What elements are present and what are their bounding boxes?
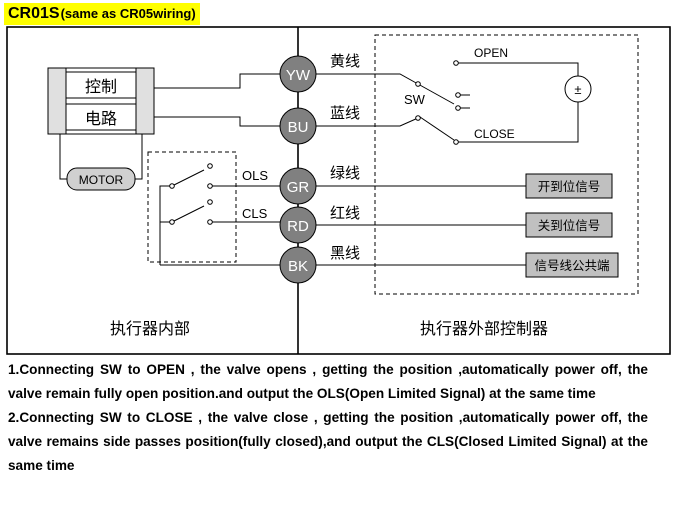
close-signal-label: 关到位信号 <box>538 218 601 233</box>
node-bk-label: BK <box>288 258 308 275</box>
wiring-diagram: 控制 电路 MOTOR OLS CLS ± OPEN <box>6 26 671 355</box>
motor: MOTOR <box>66 167 136 191</box>
control-label-1: 控制 <box>85 77 117 96</box>
common-signal-box: 信号线公共端 <box>525 252 619 278</box>
wire-label-red: 红线 <box>330 204 360 222</box>
control-label-2: 电路 <box>85 109 117 128</box>
wire-label-blue: 蓝线 <box>330 104 360 122</box>
control-circuit-box: 控制 电路 <box>47 67 155 135</box>
wire-label-green: 绿线 <box>330 164 360 182</box>
limit-switch-box <box>147 151 237 263</box>
open-signal-label: 开到位信号 <box>538 179 601 194</box>
sw-label: SW <box>404 92 426 107</box>
node-bk: BK <box>279 246 317 284</box>
node-bu: BU <box>279 107 317 145</box>
close-label: CLOSE <box>474 127 515 141</box>
node-yw-label: YW <box>286 67 311 84</box>
section-inner-label: 执行器内部 <box>110 319 190 338</box>
section-outer-label: 执行器外部控制器 <box>420 319 548 338</box>
node-yw: YW <box>279 55 317 93</box>
title-main: CR01S <box>8 5 60 22</box>
external-controller-box <box>374 34 639 295</box>
node-rd-label: RD <box>287 218 309 235</box>
node-bu-label: BU <box>288 119 309 136</box>
open-label: OPEN <box>474 46 508 60</box>
wire-label-black: 黑线 <box>330 244 360 262</box>
close-signal-box: 关到位信号 <box>525 212 613 238</box>
open-signal-box: 开到位信号 <box>525 173 613 199</box>
motor-label: MOTOR <box>79 173 124 187</box>
node-gr: GR <box>279 167 317 205</box>
wire-label-yellow: 黄线 <box>330 52 360 70</box>
cls-label: CLS <box>242 206 268 221</box>
common-signal-label: 信号线公共端 <box>534 258 609 273</box>
node-rd: RD <box>279 206 317 244</box>
page-title: CR01S(same as CR05wiring) <box>4 3 200 25</box>
power-source-label: ± <box>574 82 581 97</box>
title-sub: (same as CR05wiring) <box>60 6 196 21</box>
node-gr-label: GR <box>287 179 310 196</box>
description-close: 2.Connecting SW to CLOSE , the valve clo… <box>8 410 648 473</box>
diagram-frame <box>6 26 671 355</box>
power-source-icon <box>564 75 592 103</box>
description: 1.Connecting SW to OPEN , the valve open… <box>8 358 648 478</box>
description-open: 1.Connecting SW to OPEN , the valve open… <box>8 362 648 401</box>
ols-label: OLS <box>242 168 268 183</box>
